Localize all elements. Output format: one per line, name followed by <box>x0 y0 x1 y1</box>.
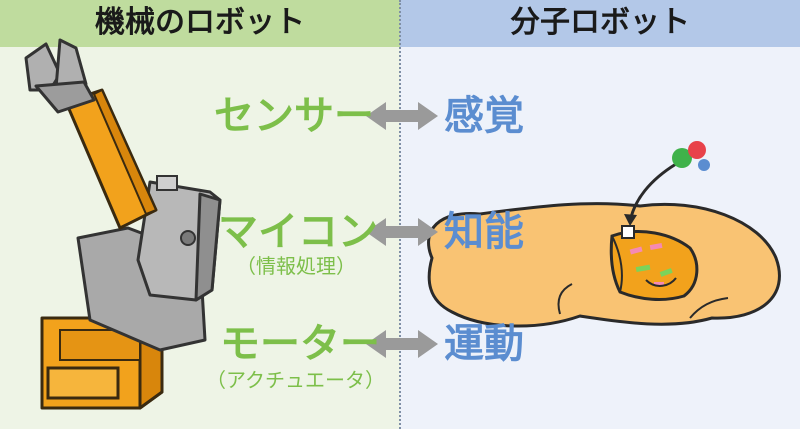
molecular-robot-title: 分子ロボット <box>510 5 690 40</box>
molecular-robot-header <box>400 0 800 47</box>
actuator-sublabel: （アクチュエータ） <box>206 368 385 392</box>
double-arrow-icon <box>366 218 438 246</box>
information-processing-sublabel: （情報処理） <box>236 254 356 278</box>
motion-label: 運動 <box>444 321 524 367</box>
intelligence-label: 知能 <box>444 209 524 255</box>
microcontroller-label: マイコン <box>218 209 378 255</box>
double-arrow-icon <box>366 330 438 358</box>
center-divider <box>399 0 401 429</box>
mechanical-robot-header <box>0 0 400 47</box>
sensor-label: センサー <box>214 93 374 139</box>
mechanical-robot-title: 機械のロボット <box>95 5 305 40</box>
double-arrow-icon <box>366 102 438 130</box>
motor-label: モーター <box>220 321 380 367</box>
sense-label: 感覚 <box>444 93 524 139</box>
